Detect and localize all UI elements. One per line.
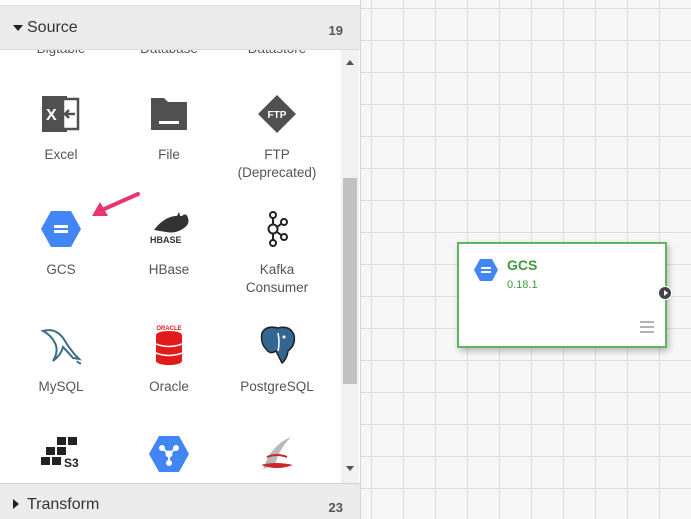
gcs-icon: [474, 259, 498, 281]
plugin-kafka[interactable]: Kafka Consumer: [222, 210, 332, 297]
plugin-database[interactable]: Database: [114, 50, 224, 58]
gcs-icon: [41, 211, 81, 247]
svg-text:X: X: [46, 107, 57, 124]
transform-group-count: 23: [328, 500, 343, 515]
scroll-down-icon[interactable]: [346, 466, 354, 471]
s3-icon: S3: [41, 437, 79, 470]
node-menu-icon[interactable]: [640, 321, 654, 333]
plugin-oracle[interactable]: ORACLE Oracle: [114, 325, 224, 396]
plugin-label: File: [158, 147, 180, 162]
palette-scrollbar[interactable]: [341, 50, 359, 483]
plugin-label: Excel: [44, 147, 78, 162]
plugin-excel[interactable]: X Excel: [6, 95, 116, 164]
kafka-icon: [267, 211, 288, 247]
plugin-palette: Source 19 Bigtable Database Datastore X …: [0, 0, 361, 519]
plugin-postgresql[interactable]: PostgreSQL: [222, 325, 332, 396]
plugin-gcs[interactable]: GCS: [6, 210, 116, 279]
plugin-bigtable[interactable]: Bigtable: [6, 50, 116, 58]
plugin-label: Database: [114, 50, 224, 58]
ftp-icon: FTP: [258, 95, 296, 133]
annotation-arrow-icon: [92, 192, 140, 216]
scrollbar-thumb[interactable]: [343, 178, 357, 384]
plugin-label: Kafka Consumer: [245, 262, 309, 295]
plugin-label: FTP (Deprecated): [237, 147, 317, 180]
svg-text:S3: S3: [64, 456, 79, 470]
pubsub-icon: [149, 436, 189, 472]
postgresql-elephant-icon: [260, 326, 296, 365]
hbase-icon: HBASE: [150, 212, 189, 245]
svg-text:ORACLE: ORACLE: [156, 326, 181, 332]
source-group-count: 19: [328, 23, 343, 38]
plugin-datastore[interactable]: Datastore: [222, 50, 332, 58]
scroll-up-icon[interactable]: [346, 60, 354, 65]
transform-group-title: Transform: [27, 496, 100, 513]
pipeline-canvas[interactable]: GCS 0.18.1: [361, 0, 691, 519]
sqlserver-icon: [261, 437, 293, 469]
plugin-label: Bigtable: [6, 50, 116, 58]
gcs-node[interactable]: GCS 0.18.1: [457, 242, 667, 348]
excel-icon: X: [42, 96, 80, 132]
plugin-label: GCS: [46, 262, 76, 277]
plugin-hbase[interactable]: HBASE HBase: [114, 210, 224, 279]
plugin-ftp[interactable]: FTP FTP (Deprecated): [222, 95, 332, 182]
caret-right-icon: [13, 499, 19, 509]
caret-down-icon: [13, 25, 23, 31]
plugin-label: MySQL: [38, 379, 84, 394]
plugin-label: Oracle: [149, 379, 189, 394]
plugin-pubsub[interactable]: [114, 435, 224, 483]
source-group-title: Source: [27, 19, 78, 36]
plugin-label: Datastore: [222, 50, 332, 58]
mysql-dolphin-icon: [40, 329, 82, 365]
svg-text:HBASE: HBASE: [150, 235, 182, 245]
source-group-header[interactable]: Source 19: [0, 5, 360, 50]
transform-group-header[interactable]: Transform 23: [0, 483, 360, 519]
plugin-mysql[interactable]: MySQL: [6, 325, 116, 396]
plugin-s3[interactable]: S3: [6, 435, 116, 483]
node-title: GCS: [507, 257, 538, 273]
plugin-file[interactable]: File: [114, 95, 224, 164]
svg-text:FTP: FTP: [268, 110, 287, 121]
node-version: 0.18.1: [507, 279, 538, 291]
plugin-sqlserver[interactable]: [222, 435, 332, 483]
oracle-database-icon: ORACLE: [155, 326, 183, 365]
source-plugin-list: Bigtable Database Datastore X Excel File: [0, 50, 340, 483]
folder-icon: [151, 98, 187, 130]
output-port-icon[interactable]: [658, 286, 672, 300]
plugin-label: HBase: [148, 262, 190, 277]
plugin-label: PostgreSQL: [240, 379, 314, 394]
